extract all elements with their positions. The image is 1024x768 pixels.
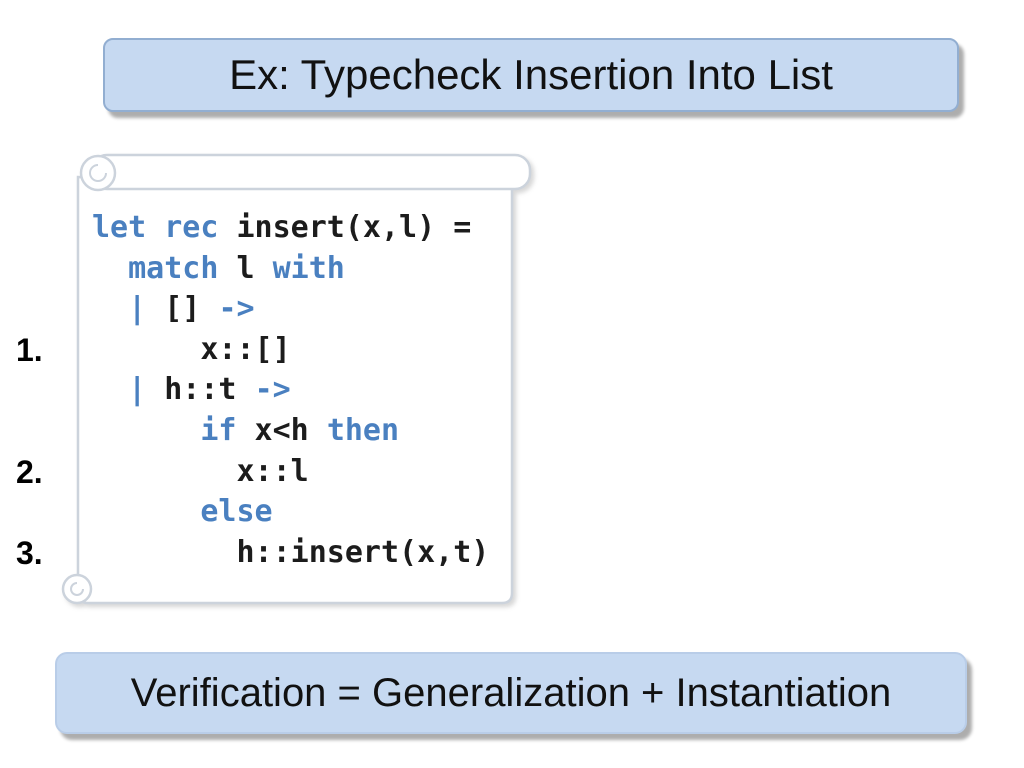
code-line: x::l [92,452,489,493]
code-block: let rec insert(x,l) = match l with | [] … [92,208,489,573]
title-text: Ex: Typecheck Insertion Into List [229,51,833,98]
code-text: h::insert(x,t) [92,534,490,570]
title-banner: Ex: Typecheck Insertion Into List [103,38,959,112]
code-line: x::[] [92,330,489,371]
code-text: x::l [92,453,309,489]
scroll-top-curl-spiral [89,164,107,182]
code-line: h::insert(x,t) [92,533,489,574]
code-keyword: match [128,250,219,286]
code-keyword: else [200,494,273,530]
code-text [92,413,200,448]
code-line: let rec insert(x,l) = [92,208,489,249]
code-keyword: let rec [92,210,219,245]
footer-banner: Verification = Generalization + Instanti… [55,652,967,734]
code-keyword: -> [218,291,255,327]
scroll-shape [61,153,532,605]
code-text: l [218,250,273,286]
code-text [92,251,128,286]
scroll-bottom-curl-icon [61,573,93,605]
code-text: [] [146,291,219,327]
code-keyword: | [128,291,147,327]
code-text: h::t [146,372,255,408]
step-label-2: 2. [16,454,43,490]
code-keyword: -> [254,372,291,408]
code-keyword: then [326,412,400,448]
scroll-top-curl-icon [79,154,117,192]
code-text: x::[] [92,331,291,367]
scroll-roll-band [90,153,532,191]
step-label-1: 1. [16,332,43,368]
code-keyword: if [200,412,237,448]
code-text: x<h [236,412,327,448]
scroll-bottom-curl-spiral [70,582,84,596]
code-line: if x<h then [92,411,489,452]
code-line: match l with [92,249,489,290]
step-label-3: 3. [16,535,43,571]
code-line: | h::t -> [92,370,489,411]
code-line: | [] -> [92,289,489,330]
footer-text: Verification = Generalization + Instanti… [130,670,892,715]
code-text [92,494,200,529]
code-text: insert(x,l) = [218,210,472,245]
code-line: else [92,492,489,533]
code-keyword: | [128,372,147,408]
code-keyword: with [272,250,345,286]
code-text [92,372,128,407]
code-text [92,291,128,326]
